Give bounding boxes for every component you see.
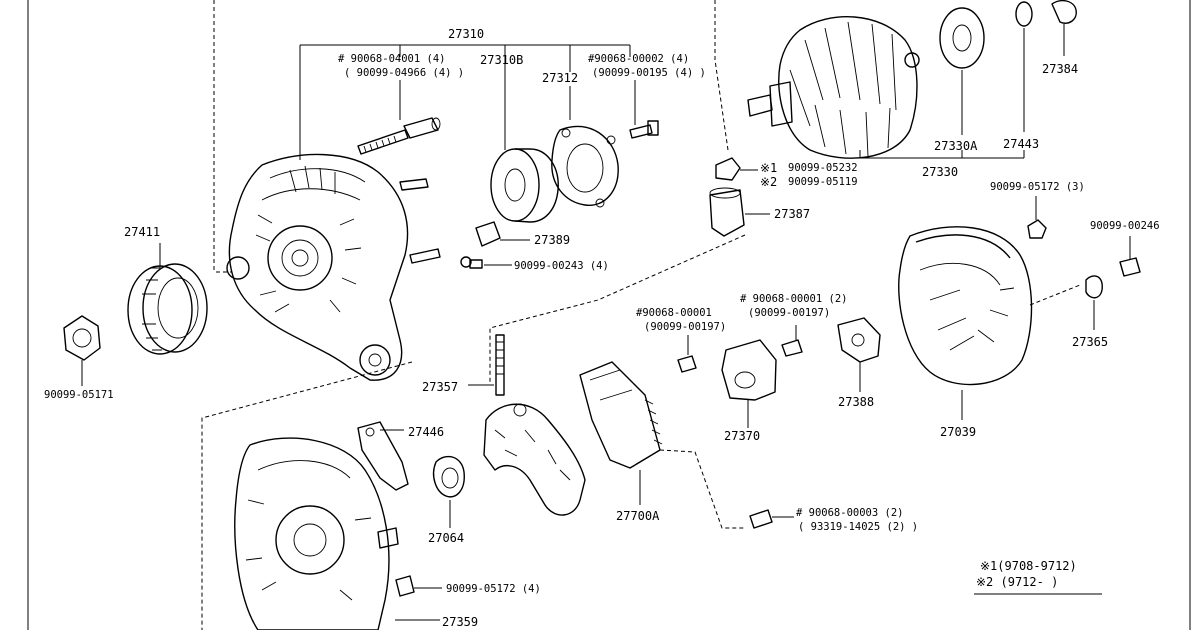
bracket-27330 (859, 150, 1025, 159)
screw-243-drawing (460, 256, 512, 269)
nut-insulator-drawing (709, 157, 770, 237)
label-nut2: 90099-05119 (788, 176, 858, 188)
dashed-boundary-4 (201, 361, 413, 630)
label-screw-243: 90099-00243 (4) (514, 260, 609, 272)
legend-line-2: ※2 (9712- ) (976, 575, 1058, 589)
label-screw-reg2-sub: (90099-00197) (748, 307, 830, 319)
bracket-27310 (299, 44, 636, 160)
label-screw-ret-sub: (90099-00195 (4) ) (592, 67, 706, 79)
label-27365: 27365 (1072, 335, 1108, 349)
nut-05172-3-drawing (1027, 196, 1047, 239)
label-27389: 27389 (534, 233, 570, 247)
rear-cover-27039-drawing (898, 226, 1033, 420)
label-screw-reg1-sub: (90099-00197) (644, 321, 726, 333)
front-housing-drawing (226, 153, 441, 381)
label-27388: 27388 (838, 395, 874, 409)
washer-27443-drawing (1015, 1, 1033, 132)
label-bolt-main: # 90068-04001 (4) (338, 53, 445, 65)
label-nut1-mark: ※1 (760, 161, 777, 175)
screw-00001-a-drawing (677, 335, 697, 373)
label-27411: 27411 (124, 225, 160, 239)
label-27312: 27312 (542, 71, 578, 85)
label-bolt-main-sub: ( 90099-04966 (4) ) (344, 67, 464, 79)
rectifier-27357-drawing (468, 334, 586, 516)
label-27387: 27387 (774, 207, 810, 221)
brush-cover-27370-drawing (721, 339, 777, 428)
label-screw-246: 90099-00246 (1090, 220, 1160, 232)
label-screw-rect: # 90068-00003 (2) (796, 507, 903, 519)
label-27359: 27359 (442, 615, 478, 629)
screw-00001-b-drawing (781, 325, 803, 357)
label-27700a: 27700A (616, 509, 660, 523)
dashed-boundary-3 (489, 234, 746, 385)
regulator-27700a-drawing (579, 361, 663, 505)
label-nut1: 90099-05232 (788, 162, 858, 174)
cover-27389-drawing (475, 221, 530, 247)
label-27370: 27370 (724, 429, 760, 443)
label-nut-05172-4: 90099-05172 (4) (446, 583, 541, 595)
label-27039: 27039 (940, 425, 976, 439)
part-27384-drawing (1051, 0, 1077, 56)
bearing-27330a-drawing (939, 7, 985, 135)
label-27330a: 27330A (934, 139, 978, 153)
label-nut-05171: 90099-05171 (44, 389, 114, 401)
legend-line-1: ※1(9708-9712) (980, 559, 1077, 573)
label-screw-reg1: #90068-00001 (636, 307, 712, 319)
nut-05171-drawing (63, 315, 101, 386)
label-27443: 27443 (1003, 137, 1039, 151)
label-screw-reg2: # 90068-00001 (2) (740, 293, 847, 305)
plate-27446-drawing (357, 421, 409, 491)
screw-00002-drawing (629, 120, 659, 139)
screw-246-drawing (1119, 236, 1141, 277)
label-screw-rect-sub: ( 93319-14025 (2) ) (798, 521, 918, 533)
dashed-boundary-2 (714, 0, 729, 151)
legend: ※1(9708-9712) ※2 (9712- ) (974, 559, 1102, 595)
seal-27064-drawing (432, 455, 465, 528)
label-27064: 27064 (428, 531, 464, 545)
bolt-drawing (357, 117, 441, 155)
dashed-boundary-6 (1029, 284, 1081, 306)
bearing-27310b-drawing (490, 148, 559, 223)
rear-frame-27359-drawing (234, 437, 442, 630)
label-27310b: 27310B (480, 53, 523, 67)
label-27357: 27357 (422, 380, 458, 394)
terminal-27365-drawing (1085, 275, 1103, 330)
dashed-boundary-5 (659, 449, 745, 529)
label-nut-05172-3: 90099-05172 (3) (990, 181, 1085, 193)
rotor-27330-drawing (747, 16, 920, 159)
screw-00003-drawing (749, 509, 794, 529)
label-nut2-mark: ※2 (760, 175, 777, 189)
brush-holder-27388-drawing (837, 317, 881, 392)
label-27310: 27310 (448, 27, 484, 41)
pulley-27411-drawing (127, 243, 208, 355)
label-27384: 27384 (1042, 62, 1078, 76)
label-screw-ret: #90068-00002 (4) (588, 53, 689, 65)
label-27446: 27446 (408, 425, 444, 439)
label-27330: 27330 (922, 165, 958, 179)
retainer-27312-drawing (551, 125, 619, 208)
